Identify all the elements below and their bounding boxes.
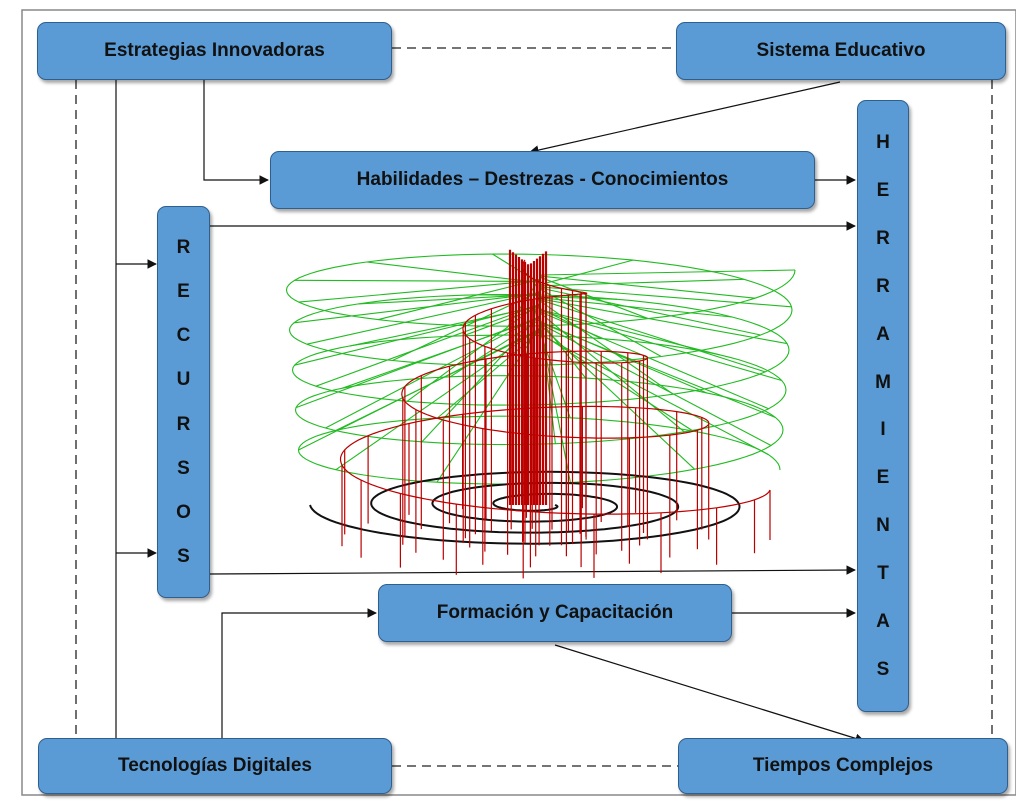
formacion-box: Formación y Capacitación <box>378 584 732 642</box>
recursos-letter: U <box>176 369 191 391</box>
herramientas-letter: R <box>876 228 890 250</box>
green-spoke <box>325 315 541 429</box>
green-spoke <box>342 317 541 389</box>
formacion-label: Formación y Capacitación <box>436 602 674 623</box>
green-spoke <box>421 314 541 443</box>
tecnologias-digitales-box: Tecnologías Digitales <box>38 738 392 794</box>
recursos-letter: C <box>176 325 191 347</box>
recursos-letter: O <box>176 502 191 524</box>
recursos-letter: S <box>177 546 190 568</box>
herramientas-letter: R <box>876 275 890 297</box>
green-spoke <box>315 303 541 387</box>
recursos-letter: R <box>176 413 191 435</box>
green-spoke <box>539 286 792 308</box>
green-spoke <box>539 275 756 299</box>
green-spoke <box>539 320 587 379</box>
estrategias-innovadoras-label: Estrategias Innovadoras <box>104 40 325 61</box>
herramientas-letter: N <box>876 515 890 537</box>
green-spoke <box>298 279 541 303</box>
red-spiral <box>339 249 771 579</box>
edge-formacion-tiempos <box>554 644 865 744</box>
green-spoke <box>366 261 541 284</box>
recursos-letter: R <box>176 236 191 258</box>
herramientas-letter: E <box>876 467 890 489</box>
green-spoke <box>335 327 541 471</box>
green-spoke <box>539 259 634 286</box>
green-spoke <box>349 305 541 347</box>
green-spoke <box>539 309 720 356</box>
green-spoke <box>293 292 541 324</box>
herramientas-letter: S <box>876 658 890 680</box>
recursos-letter: S <box>177 457 190 479</box>
green-spoke <box>336 329 541 431</box>
tiempos-complejos-box: Tiempos Complejos <box>678 738 1008 794</box>
edge-estrategias-habilidades <box>203 80 269 185</box>
estrategias-innovadoras-box: Estrategias Innovadoras <box>37 22 392 80</box>
green-spoke <box>539 278 745 287</box>
edge-recursos-herramientas-bottom <box>209 565 856 575</box>
herramientas-letter: M <box>875 371 891 393</box>
herramientas-box: H E R R A M I E N T A S <box>857 100 909 712</box>
herramientas-letter: I <box>880 419 886 441</box>
recursos-letter: E <box>177 280 190 302</box>
green-spoke <box>306 291 541 345</box>
green-spoke <box>539 311 769 410</box>
green-spoke <box>294 279 541 283</box>
sistema-educativo-label: Sistema Educativo <box>756 40 926 61</box>
tiempos-complejos-label: Tiempos Complejos <box>752 755 934 776</box>
habilidades-box: Habilidades – Destrezas - Conocimientos <box>270 151 815 209</box>
tecnologias-digitales-label: Tecnologías Digitales <box>118 755 312 776</box>
sistema-educativo-box: Sistema Educativo <box>676 22 1006 80</box>
spiral-graphic <box>285 249 796 579</box>
herramientas-letter: H <box>876 132 890 154</box>
green-spoke <box>539 287 761 336</box>
herramientas-letter: A <box>876 610 890 632</box>
green-spoke <box>539 276 649 320</box>
green-spoke <box>539 321 776 419</box>
green-spoke <box>539 324 695 470</box>
habilidades-label: Habilidades – Destrezas - Conocimientos <box>356 169 729 190</box>
recursos-box: R E C U R S O S <box>157 206 210 598</box>
green-spoke <box>539 332 694 432</box>
herramientas-letter: A <box>876 323 890 345</box>
herramientas-letter: T <box>877 562 889 584</box>
green-helix-curve <box>285 253 796 485</box>
edge-tecnologias-formacion <box>221 608 377 738</box>
herramientas-letter: E <box>876 180 890 202</box>
green-spoke <box>539 269 796 276</box>
green-spoke <box>539 299 766 373</box>
green-spoke <box>539 333 769 456</box>
green-spoke <box>539 323 772 446</box>
outer-frame <box>21 9 1016 796</box>
edge-sistema-habilidades <box>529 81 841 155</box>
